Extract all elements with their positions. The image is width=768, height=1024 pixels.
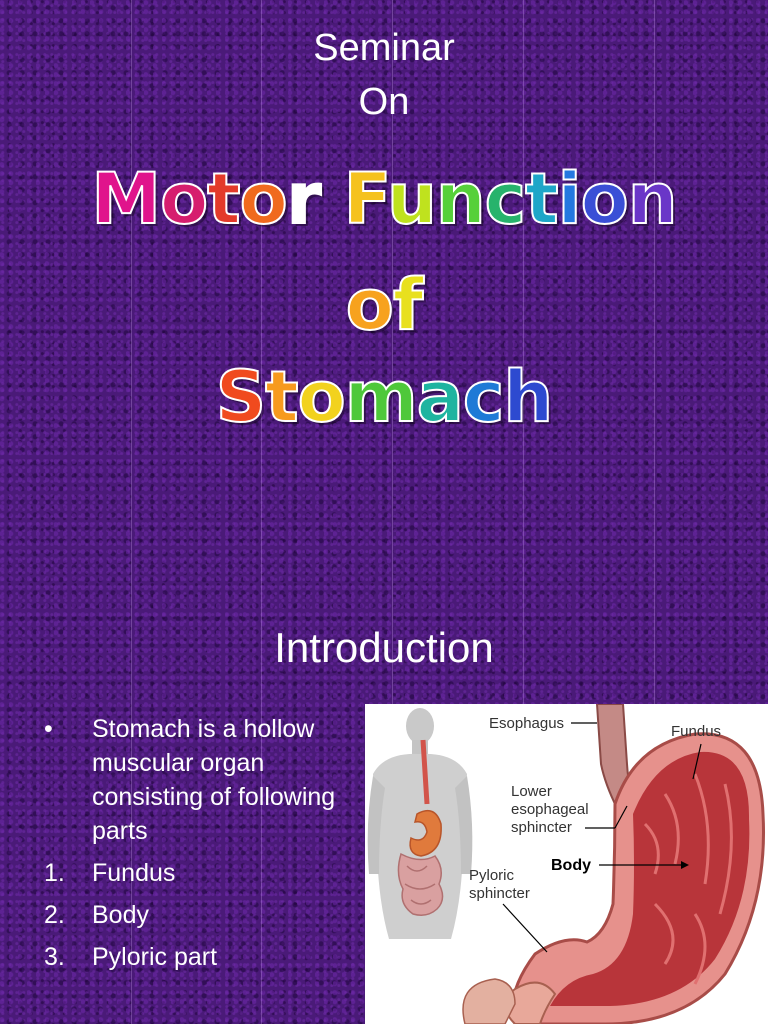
title-letter (320, 158, 343, 240)
title-letter: m (344, 356, 419, 438)
title-letter: c (462, 356, 505, 438)
list-number: 3. (44, 943, 65, 971)
list-item: 3. Pyloric part (44, 940, 364, 974)
title-stomach: Stomach (0, 356, 768, 438)
title-letter: S (215, 356, 267, 438)
list-item: 2. Body (44, 898, 364, 932)
list-text: Pyloric part (92, 943, 218, 971)
title-letter: f (392, 264, 425, 346)
title-letter: M (90, 158, 162, 240)
title-letter: o (345, 264, 395, 346)
stomach-illustration (462, 732, 765, 1024)
title-letter: h (502, 356, 554, 438)
label-pyloric-line2: sphincter (469, 885, 530, 902)
title-letter: t (524, 158, 560, 240)
human-torso-illustration (367, 708, 473, 939)
intro-body: • Stomach is a hollow muscular organ con… (44, 712, 364, 974)
title-letter: u (386, 158, 438, 240)
title-letter: o (239, 158, 289, 240)
title-letter: o (297, 356, 347, 438)
label-body: Body (551, 857, 591, 874)
les-pointer-tip (614, 805, 628, 829)
label-pyloric-line1: Pyloric (469, 867, 515, 884)
introduction-slide: Introduction • Stomach is a hollow muscu… (0, 512, 768, 1024)
background-divider (523, 0, 524, 1024)
body-pointer-arrowhead (681, 861, 689, 869)
background-divider (261, 0, 262, 1024)
title-letter: n (627, 158, 679, 240)
fundus-pointer (692, 743, 702, 780)
background-divider (131, 0, 132, 1024)
title-letter: t (264, 356, 300, 438)
title-letter: o (159, 158, 209, 240)
seminar-label: Seminar (313, 27, 455, 69)
stomach-anatomy-illustration: Esophagus Fundus Lower esophageal sphinc… (367, 704, 765, 1024)
title-letter: i (557, 158, 583, 240)
list-text: Body (92, 901, 149, 929)
list-number: 1. (44, 859, 65, 887)
title-letter: t (206, 158, 242, 240)
title-letter: r (286, 158, 322, 240)
title-letter: F (343, 158, 389, 240)
stomach-anatomy-figure: Esophagus Fundus Lower esophageal sphinc… (365, 704, 768, 1024)
title-letter: n (435, 158, 487, 240)
label-esophagus: Esophagus (489, 715, 564, 732)
title-motor-function: Motor Function (0, 158, 768, 240)
background-divider (654, 0, 655, 1024)
label-fundus: Fundus (671, 723, 721, 740)
title-slide: Seminar On Motor Function of Stomach (0, 27, 768, 438)
bullet-icon: • (44, 715, 53, 743)
title-of: of (0, 264, 768, 346)
seminar-on-label: On (358, 81, 410, 123)
title-letter: o (580, 158, 630, 240)
bullet-text: Stomach is a hollow muscular organ consi… (92, 715, 336, 845)
background-divider (392, 0, 393, 1024)
bullet-item: • Stomach is a hollow muscular organ con… (44, 712, 364, 848)
list-item: 1. Fundus (44, 856, 364, 890)
label-les-line3: sphincter (511, 819, 572, 836)
label-les-line2: esophageal (511, 801, 589, 818)
pyloric-pointer (502, 903, 548, 953)
title-letter: a (416, 356, 465, 438)
introduction-heading: Introduction (274, 624, 494, 671)
list-text: Fundus (92, 859, 176, 887)
title-letter: c (484, 158, 527, 240)
label-les-line1: Lower (511, 783, 552, 800)
list-number: 2. (44, 901, 65, 929)
